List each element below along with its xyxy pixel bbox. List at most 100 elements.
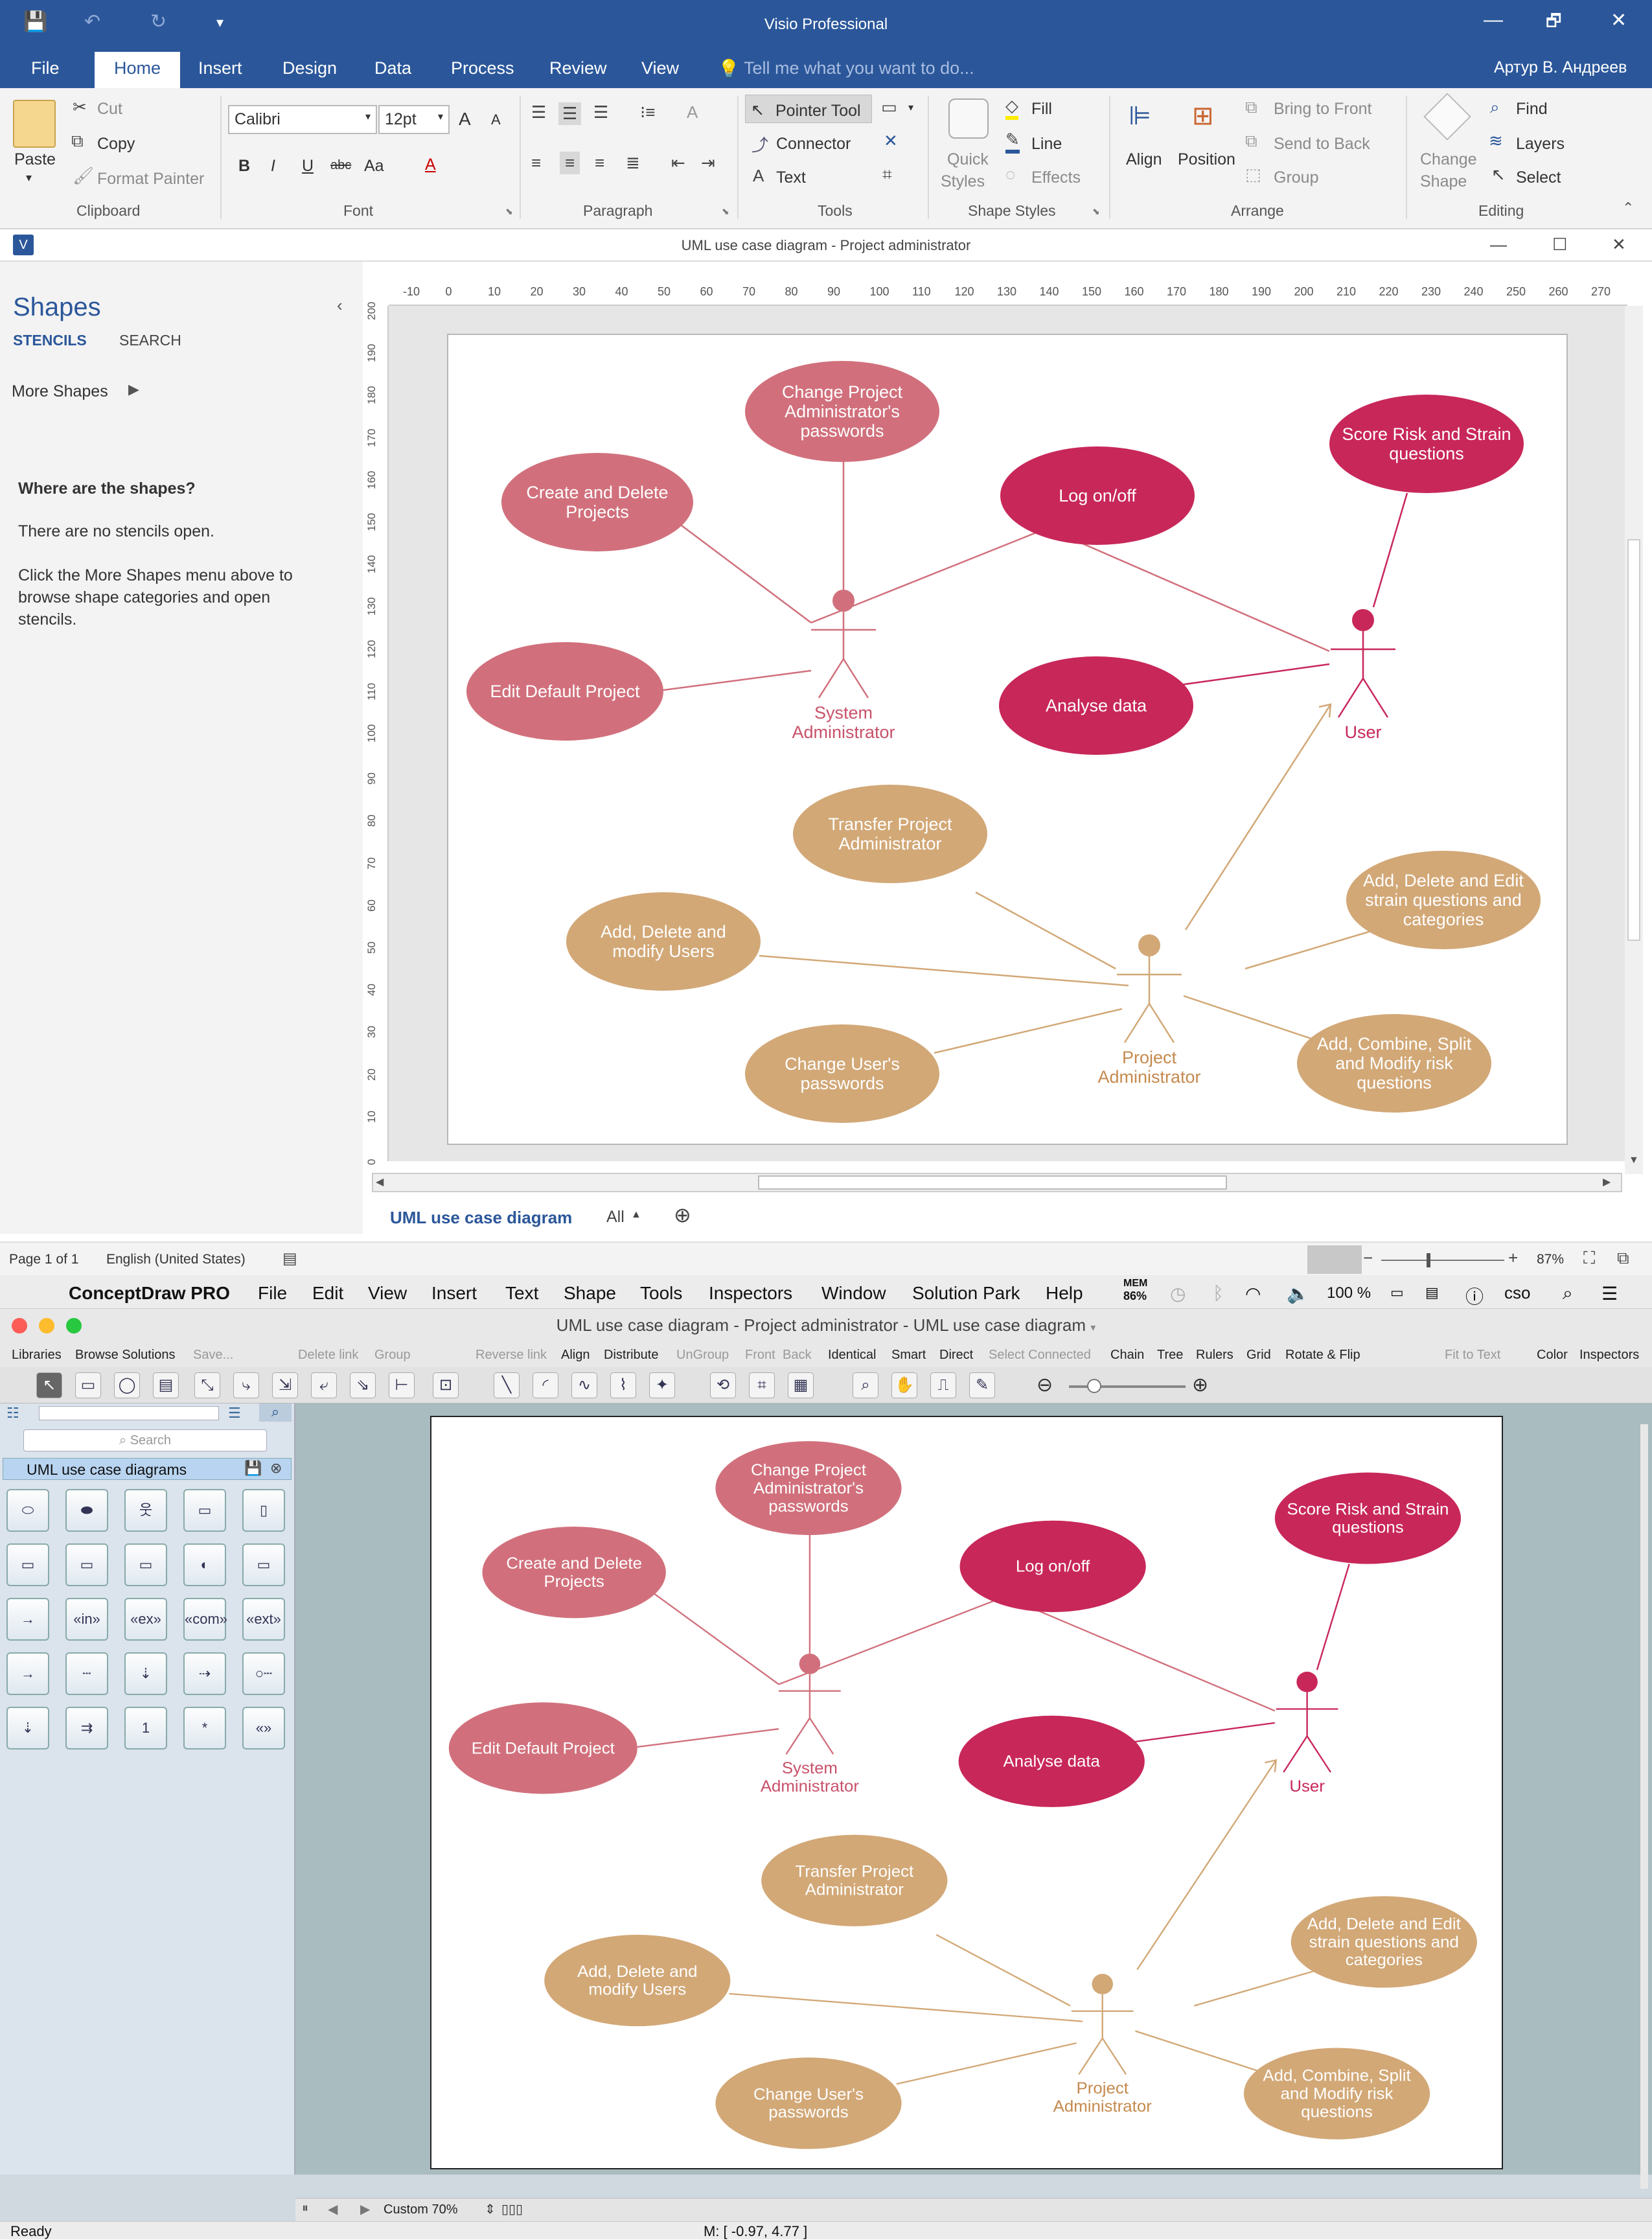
zoom-out-icon[interactable]: ⊖ [1037,1374,1053,1396]
menu-app[interactable]: ConceptDraw PRO [69,1283,230,1303]
crop-tool-icon[interactable]: ⌗ [749,1372,775,1398]
tab-file[interactable]: File [31,58,60,78]
stencil-shape[interactable]: → [6,1652,49,1695]
connector-icon[interactable]: ⤴ [751,135,769,155]
send-to-back-icon[interactable]: ⧉ [1245,131,1257,150]
stencil-shape[interactable]: ⇉ [65,1707,108,1749]
toolbar-button-ungroup[interactable]: UnGroup [676,1348,729,1362]
tab-search[interactable]: SEARCH [119,332,181,349]
stencil-shape[interactable]: ▭ [65,1543,108,1586]
doc-maximize-icon[interactable]: ☐ [1552,235,1568,254]
use-case-log-onoff[interactable]: Log on/off [959,1520,1146,1612]
stencil-shape[interactable]: ⇣ [124,1652,167,1695]
pointer-tool-button[interactable]: ↖ Pointer Tool [745,95,872,123]
toolbar-button-smart[interactable]: Smart [891,1348,926,1362]
association-line[interactable] [1014,1600,1276,1712]
change-shape-icon[interactable] [1423,93,1471,141]
undo-icon[interactable]: ↶ [84,11,101,32]
change-shape-button-line2[interactable]: Shape [1420,172,1467,191]
stencil-shape[interactable]: «» [242,1707,285,1749]
line-icon[interactable]: ✎ [1005,130,1020,154]
grow-font-button[interactable]: A [459,109,471,129]
chain-connector-tool-icon[interactable]: ⇘ [350,1372,376,1398]
paragraph-dialog-launcher-icon[interactable]: ⬊ [722,206,729,216]
stencil-shape[interactable]: ▯ [242,1489,285,1532]
info-icon[interactable]: ⓘ [1465,1287,1484,1307]
zoom-out-icon[interactable]: − [1363,1248,1373,1267]
association-line[interactable] [1057,531,1330,652]
paste-icon[interactable] [13,100,56,148]
decrease-indent-icon[interactable]: ⇤ [671,153,685,172]
stencil-shape[interactable]: → [6,1598,49,1641]
association-line[interactable] [729,1992,1083,2022]
close-icon[interactable]: ✕ [1611,10,1627,31]
user-label[interactable]: cso [1504,1283,1531,1302]
association-line[interactable] [663,669,812,691]
switch-windows-icon[interactable]: ⧉ [1617,1248,1629,1267]
italic-button[interactable]: I [271,157,275,175]
actor-user[interactable]: User [1331,609,1395,742]
position-icon[interactable]: ⊞ [1192,102,1214,130]
layers-button[interactable]: Layers [1516,135,1565,153]
tell-me-input[interactable]: Tell me what you want to do... [744,58,974,78]
polyline-tool-icon[interactable]: ⌇ [610,1372,636,1398]
doc-close-icon[interactable]: ✕ [1612,235,1626,254]
copy-button[interactable]: Copy [97,135,135,153]
zoom-slider[interactable] [1069,1385,1186,1388]
freehand-tool-icon[interactable]: ✦ [649,1372,675,1398]
toolbar-button-back[interactable]: Back [783,1348,812,1362]
zoom-window-icon[interactable] [66,1318,82,1334]
add-page-icon[interactable]: ⊕ [674,1203,691,1227]
association-line[interactable] [654,1593,779,1685]
horizontal-scroll-thumb[interactable] [758,1175,1227,1190]
toolbar-button-tree[interactable]: Tree [1157,1348,1184,1362]
association-line[interactable] [1372,492,1408,608]
shrink-font-button[interactable]: A [491,111,501,128]
tab-process[interactable]: Process [451,58,514,78]
toolbar-button-chain[interactable]: Chain [1110,1348,1145,1362]
rectangle-tool-icon[interactable]: ▭ [881,97,897,117]
effects-button[interactable]: Effects [1031,168,1081,187]
stencil-shape[interactable]: «com» [183,1598,227,1641]
underline-button[interactable]: U [302,157,314,175]
stencil-shape[interactable]: «ex» [124,1598,167,1641]
vertical-scroll-thumb[interactable] [1627,539,1640,941]
association-line[interactable] [935,1934,1071,2007]
zoom-stepper-icon[interactable]: ⇕ [485,2202,496,2217]
paste-button[interactable]: Paste [14,150,56,168]
stencil-shape[interactable]: ┄ [65,1652,108,1695]
arc-tool-icon[interactable]: ◜ [533,1372,558,1398]
volume-icon[interactable]: 🔈 [1287,1284,1309,1304]
library-search-icon[interactable]: ⌕ [259,1403,292,1422]
align-center-icon[interactable]: ≡ [560,152,580,174]
paste-dropdown-icon[interactable]: ▾ [26,171,32,184]
tab-data[interactable]: Data [374,58,412,78]
font-family-select[interactable]: Calibri▾ [228,105,377,134]
stencil-shape[interactable]: ⇣ [6,1707,49,1749]
crop-icon[interactable]: ⌗ [882,165,892,184]
menu-inspectors[interactable]: Inspectors [709,1283,793,1303]
collapse-panel-icon[interactable]: ‹ [337,295,343,315]
zoom-slider-thumb[interactable] [1427,1253,1430,1267]
tab-design[interactable]: Design [282,58,338,78]
text-direction-icon[interactable]: A [687,102,698,122]
scroll-down-icon[interactable]: ▼ [1629,1155,1639,1166]
page-prev-icon[interactable]: ◀ [328,2202,338,2217]
stencil-shape[interactable]: ▭ [242,1543,285,1586]
group-button[interactable]: Group [1274,168,1319,187]
select-icon[interactable]: ↖ [1491,165,1506,184]
presentation-mode-icon[interactable] [1307,1245,1362,1274]
connection-point-icon[interactable]: ✕ [884,131,898,150]
change-shape-button[interactable]: Change [1420,150,1477,168]
round-connector-tool-icon[interactable]: ⤶ [311,1372,337,1398]
zoom-tool-icon[interactable]: ⌕ [853,1372,878,1398]
toolbar-button-distribute[interactable]: Distribute [604,1348,659,1362]
fill-icon[interactable]: ◇ [1005,96,1018,120]
effects-icon[interactable]: ◌ [1005,165,1016,184]
toolbar-button-browse-solutions[interactable]: Browse Solutions [75,1348,176,1362]
minimize-window-icon[interactable] [39,1318,54,1334]
